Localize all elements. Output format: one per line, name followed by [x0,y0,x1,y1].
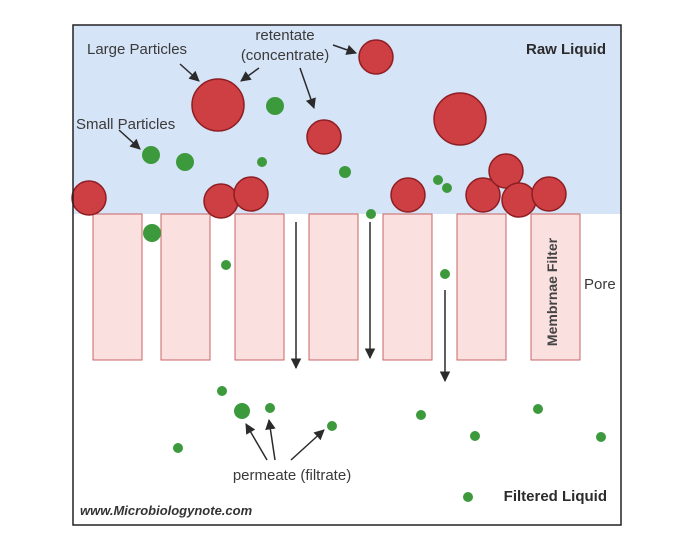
membrane-block [234,213,285,361]
small-particle [433,175,443,185]
membrane-block [456,213,507,361]
small-particle [266,97,284,115]
diagram-frame [72,24,622,526]
small-particle [416,410,426,420]
membrane-block [92,213,143,361]
pointer-arrows [118,44,357,461]
small-particle [257,157,267,167]
small-particle [596,432,606,442]
large-particle [233,176,269,212]
raw-liquid-region [73,25,621,214]
permeate-label: permeate (filtrate) [233,467,351,484]
pointer-arrow-large [240,67,260,82]
raw-liquid-label: Raw Liquid [526,41,606,58]
retentate-label: retentate [255,27,314,44]
large-particle [433,92,487,146]
pointer-arrow-retentate [299,67,316,109]
small-particle [265,403,275,413]
membrane-block [160,213,211,361]
large-particle [358,39,394,75]
membrane-filter-label: Membrnae Filter [544,237,560,346]
small-particle [234,403,250,419]
small-particle [173,443,183,453]
small-particle [221,260,231,270]
large-particle [501,182,537,218]
pointer-arrow-permeate [290,429,325,461]
small-particle [440,269,450,279]
small-particles [142,97,606,502]
small-particle [142,146,160,164]
retentate-label-sub: (concentrate) [241,47,329,64]
large-particle [465,177,501,213]
membrane-filter [92,213,581,361]
large-particle [203,183,239,219]
membrane-block [308,213,359,361]
large-particle [390,177,426,213]
large-particles [71,39,567,219]
pointer-arrow-large [179,63,200,82]
large-particle [531,176,567,212]
small-particles-label: Small Particles [76,116,175,133]
large-particle [306,119,342,155]
small-particle [470,431,480,441]
small-particle [327,421,337,431]
large-particles-label: Large Particles [87,41,187,58]
pointer-arrow-permeate [265,418,276,461]
small-particle [143,224,161,242]
small-particle [176,153,194,171]
large-particle [71,180,107,216]
small-particle [442,183,452,193]
pointer-arrow-retentate [332,44,357,55]
pore-label: Pore [584,276,616,293]
membrane-block [382,213,433,361]
filtered-liquid-label: Filtered Liquid [504,488,607,505]
small-particle [217,386,227,396]
small-particle [533,404,543,414]
small-particle [463,492,473,502]
flow-arrows [290,222,451,383]
pointer-arrow-permeate [245,423,268,461]
website-label: www.Microbiologynote.com [80,503,253,518]
membrane-block [530,213,581,361]
small-particle [366,209,376,219]
small-particle [339,166,351,178]
large-particle [191,78,245,132]
pointer-arrow-small [118,129,141,150]
